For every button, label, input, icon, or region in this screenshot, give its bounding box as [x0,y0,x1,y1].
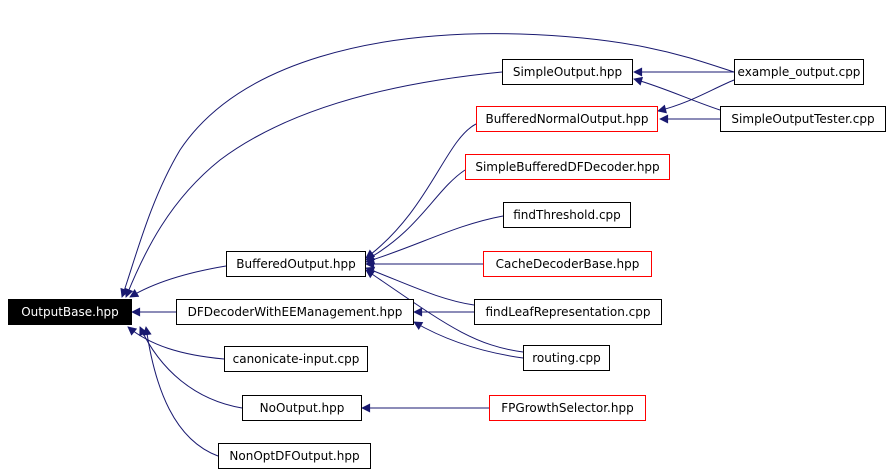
node-cachedecoderbase[interactable]: CacheDecoderBase.hpp [483,251,652,277]
edge-bufferednormal-to-bufferedoutput [365,123,477,259]
edge-bufferedoutput-to-outputbase [129,265,227,298]
edge-routing-to-dfdecoder [413,321,524,359]
node-simpleoutputtester[interactable]: SimpleOutputTester.cpp [720,106,886,132]
node-bufferednormaloutput[interactable]: BufferedNormalOutput.hpp [476,106,658,132]
node-dfdecoderwitheemanagement[interactable]: DFDecoderWithEEManagement.hpp [176,299,414,325]
edge-nooutput-to-outputbase [139,326,243,409]
edge-routing-to-bufferedoutput [365,269,524,353]
node-findleafrepresentation[interactable]: findLeafRepresentation.cpp [474,299,662,325]
edge-findleaf-to-bufferedoutput [365,266,475,306]
node-routing[interactable]: routing.cpp [523,345,610,371]
edge-canonicate-to-outputbase [127,326,225,360]
edge-findthreshold-to-bufferedoutput [365,215,504,264]
node-example-output[interactable]: example_output.cpp [734,59,864,85]
node-bufferedoutput[interactable]: BufferedOutput.hpp [226,251,366,277]
edge-simplebuffered-to-bufferedoutput [365,169,466,261]
node-nonoptdfoutput[interactable]: NonOptDFOutput.hpp [218,443,371,469]
edge-example-output-to-bufferednormal [657,79,735,114]
node-findthreshold[interactable]: findThreshold.cpp [503,202,631,228]
edge-tester-to-simpleoutput [633,76,721,111]
edge-example-output-to-outputbase [120,33,735,298]
node-nooutput[interactable]: NoOutput.hpp [242,395,362,421]
edge-nonoptdfoutput-to-outputbase [142,326,219,457]
node-simplebuffereddfdecoder[interactable]: SimpleBufferedDFDecoder.hpp [465,154,670,180]
node-canonicate-input[interactable]: canonicate-input.cpp [224,346,368,372]
node-outputbase[interactable]: OutputBase.hpp [8,299,132,325]
edge-simpleoutput-to-outputbase [124,71,503,298]
node-simpleoutput[interactable]: SimpleOutput.hpp [502,59,633,85]
node-fpgrowthselector[interactable]: FPGrowthSelector.hpp [489,395,646,421]
